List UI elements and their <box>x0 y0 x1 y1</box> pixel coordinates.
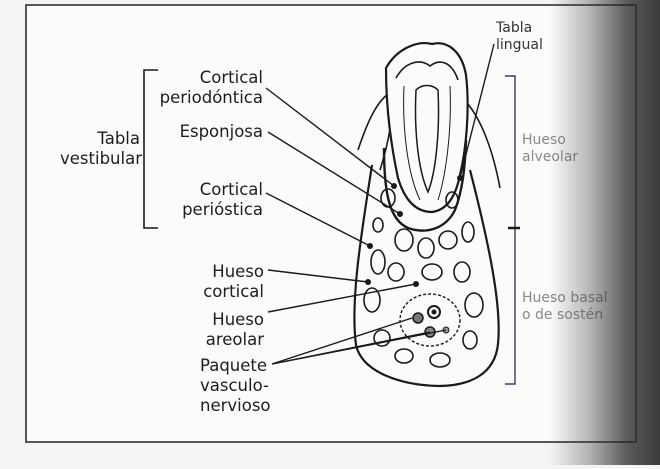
label-hueso-areolar: Hueso areolar <box>205 310 264 349</box>
page-edge-shadow <box>550 0 660 465</box>
tooth-pulp <box>414 84 440 194</box>
tooth-crown-cusp <box>395 61 459 81</box>
label-cortical-periodontica: Cortical periodóntica <box>159 68 263 107</box>
label-tabla-vestibular: Tabla vestibular <box>60 129 142 168</box>
trabecular-bone <box>363 188 484 368</box>
vestibular-bracket <box>143 69 158 229</box>
bone-outline <box>353 164 500 388</box>
leader-lines <box>265 43 495 365</box>
tooth-dentin-line-2 <box>437 85 451 201</box>
label-paquete-vasculonervioso: Paquete vasculo- nervioso <box>200 356 271 415</box>
figure-frame <box>25 4 637 443</box>
alveolar-wall <box>382 139 468 232</box>
label-esponjosa: Esponjosa <box>179 122 263 141</box>
leader-dots <box>365 175 463 287</box>
right-bracket <box>505 75 516 385</box>
label-hueso-cortical: Hueso cortical <box>203 262 264 301</box>
label-cortical-periostica: Cortical perióstica <box>182 180 263 219</box>
tooth-dentin-line <box>403 85 421 201</box>
label-tabla-lingual: Tabla lingual <box>496 20 543 53</box>
